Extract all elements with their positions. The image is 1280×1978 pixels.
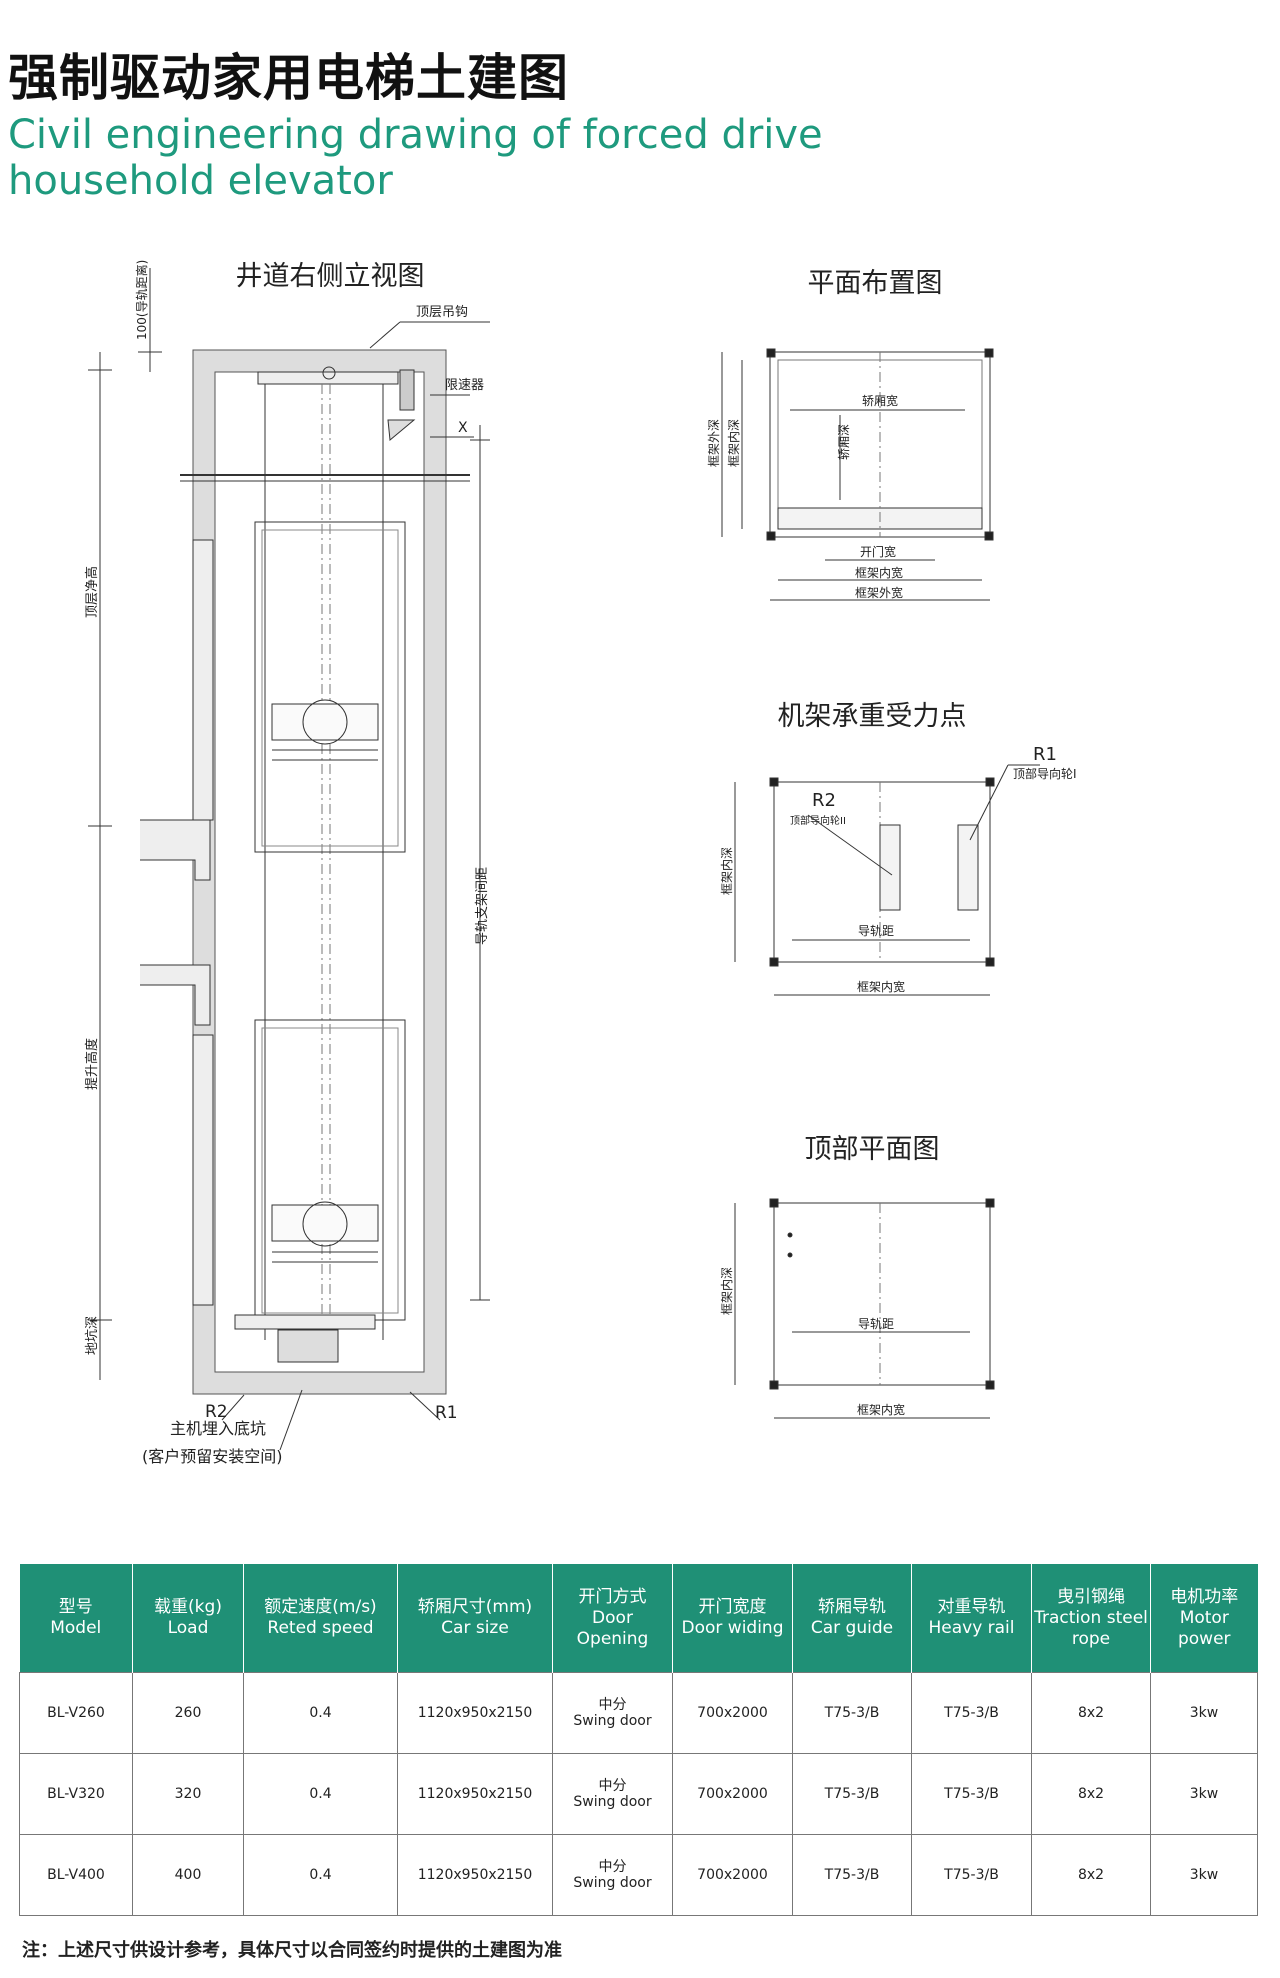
label-main-machine: 主机埋入底坑 [170,1419,266,1438]
label-top-clearance: 顶层净高 [84,566,100,618]
label-car-width: 轿厢宽 [862,393,898,408]
label-x: X [458,420,468,436]
label-pit-depth: 地坑深 [85,1316,100,1355]
label-car-depth: 轿厢深 [836,424,851,460]
label-frame-outer-width: 框架外宽 [855,585,903,600]
cell-heavy-rail: T75-3/B [911,1834,1032,1916]
cell-model: BL-V400 [19,1834,133,1916]
drawings-canvas: 井道右侧立视图 [84,260,1077,1466]
label-rail-bracket-spacing: 导轨支架间距 [475,867,490,945]
cell-speed: 0.4 [243,1672,398,1754]
label-frame-inner-width: 框架内宽 [857,979,905,994]
cell-car-guide: T75-3/B [792,1753,912,1835]
plan-layout-labels: 轿厢宽 轿厢深 框架外深 框架内深 开门宽 框架内宽 框架外宽 [707,393,903,600]
top-plan-title: 顶部平面图 [805,1134,940,1165]
label-r2: R2 [812,790,836,811]
cell-model: BL-V260 [19,1672,133,1754]
label-r1-desc: 顶部导向轮I [1013,766,1077,781]
label-guide-rail-distance: 100(导轨距离) [134,260,149,340]
cell-heavy-rail: T75-3/B [911,1753,1032,1835]
cell-car-size: 1120x950x2150 [397,1672,553,1754]
plan-layout-title: 平面布置图 [808,268,943,299]
cell-load: 260 [132,1672,244,1754]
label-frame-inner-width: 框架内宽 [855,565,903,580]
label-reserved-space: (客户预留安装空间) [142,1447,283,1466]
cell-car-size: 1120x950x2150 [397,1753,553,1835]
shaft-elevation-labels: 100(导轨距离) 顶层吊钩 限速器 X 顶层净高 导轨支架间距 提升高度 地坑… [84,260,490,1466]
cell-load: 400 [132,1834,244,1916]
label-rail-distance: 导轨距 [858,924,894,938]
shaft-elevation-title: 井道右侧立视图 [236,261,425,292]
cell-car-size: 1120x950x2150 [397,1834,553,1916]
cell-door-width: 700x2000 [672,1753,793,1835]
plan-layout-drawing: 平面布置图 [721,268,994,601]
top-plan-drawing: 顶部平面图 [734,1134,995,1419]
cell-rope: 8x2 [1031,1672,1151,1754]
label-top-hook: 顶层吊钩 [416,305,468,320]
label-speed-limiter: 限速器 [445,378,484,393]
header-car-size: 轿厢尺寸(mm)Car size [397,1564,553,1673]
label-frame-outer-depth: 框架外深 [707,419,721,467]
label-frame-inner-width: 框架内宽 [857,1402,905,1417]
label-frame-inner-depth: 框架内深 [720,1267,734,1315]
cell-speed: 0.4 [243,1834,398,1916]
page-title: 强制驱动家用电梯土建图 [8,48,569,107]
load-points-labels: R1 顶部导向轮I R2 顶部导向轮II 框架内深 导轨距 框架内宽 [720,744,1077,994]
cell-model: BL-V320 [19,1753,133,1835]
label-frame-inner-depth: 框架内深 [720,847,734,895]
shaft-elevation-drawing: 井道右侧立视图 [88,261,490,1451]
cell-heavy-rail: T75-3/B [911,1672,1032,1754]
label-r2: R2 [205,1402,228,1422]
label-frame-inner-depth: 框架内深 [727,419,741,467]
page-subtitle: Civil engineering drawing of forced driv… [8,112,823,204]
load-points-title: 机架承重受力点 [778,701,967,732]
label-r1: R1 [1033,744,1057,765]
label-lift-height: 提升高度 [84,1038,100,1090]
label-rail-distance: 导轨距 [858,1317,894,1331]
cell-car-guide: T75-3/B [792,1834,912,1916]
cell-power: 3kw [1150,1753,1258,1835]
label-r2-desc: 顶部导向轮II [790,814,846,827]
footnote: 注：上述尺寸供设计参考，具体尺寸以合同签约时提供的土建图为准 [22,1940,562,1961]
cell-load: 320 [132,1753,244,1835]
label-r1: R1 [435,1403,458,1423]
top-plan-labels: 框架内深 导轨距 框架内宽 [720,1267,905,1417]
cell-door-width: 700x2000 [672,1834,793,1916]
subtitle-line-2: household elevator [8,158,393,204]
cell-rope: 8x2 [1031,1834,1151,1916]
header-speed: 额定速度(m/s)Reted speed [243,1564,398,1673]
cell-power: 3kw [1150,1834,1258,1916]
cell-speed: 0.4 [243,1753,398,1835]
cell-door-width: 700x2000 [672,1672,793,1754]
cell-car-guide: T75-3/B [792,1672,912,1754]
subtitle-line-1: Civil engineering drawing of forced driv… [8,112,823,158]
cell-rope: 8x2 [1031,1753,1151,1835]
load-points-drawing: 机架承重受力点 [734,701,1040,996]
header-load: 载重(kg)Load [132,1564,244,1673]
label-door-width: 开门宽 [860,544,896,559]
cell-power: 3kw [1150,1672,1258,1754]
